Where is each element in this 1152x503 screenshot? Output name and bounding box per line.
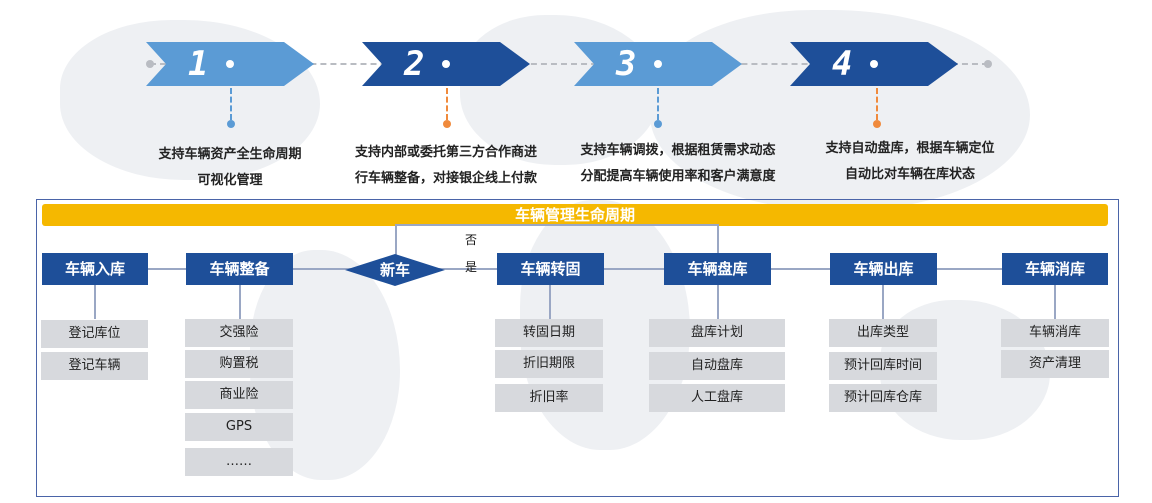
timeline-end-dot <box>984 60 992 68</box>
step-1-dot <box>226 60 234 68</box>
timeline-start-dot <box>146 60 154 68</box>
step-3-dot <box>654 60 662 68</box>
step-1-number: 1 <box>188 44 209 84</box>
step-3-pin <box>654 120 662 128</box>
stage-4-item: 自动盘库 <box>649 352 785 380</box>
stage-3-item: 折旧率 <box>495 384 603 412</box>
step-2-dot <box>442 60 450 68</box>
stage-1-item: 登记车辆 <box>41 352 148 380</box>
flow-line-no-top <box>395 224 718 226</box>
no-label: 否 <box>465 233 478 247</box>
stage-1-item: 登记库位 <box>41 320 148 348</box>
step-2: 2 <box>362 42 530 86</box>
stage-vehicle-inbound: 车辆入库 <box>42 253 148 285</box>
stage-5-item: 出库类型 <box>829 319 937 347</box>
step-2-pin <box>443 120 451 128</box>
flow-line-no-left <box>395 224 397 256</box>
stage-2-item: 购置税 <box>185 350 293 378</box>
lifecycle-title-banner: 车辆管理生命周期 <box>42 204 1108 226</box>
timeline-connector <box>150 63 988 65</box>
step-2-drop-line <box>446 88 448 120</box>
step-3-description: 支持车辆调拨，根据租赁需求动态 分配提高车辆使用率和客户满意度 <box>560 138 796 190</box>
step-4-desc-line2: 自动比对车辆在库状态 <box>844 167 975 182</box>
step-3-desc-line1: 支持车辆调拨，根据租赁需求动态 <box>580 143 776 158</box>
step-3-desc-line2: 分配提高车辆使用率和客户满意度 <box>580 169 776 184</box>
stage-vehicle-capitalization: 车辆转固 <box>497 253 604 285</box>
step-1: 1 <box>146 42 314 86</box>
connector-stage-2 <box>239 285 241 319</box>
lifecycle-frame <box>36 199 1119 497</box>
stage-3-item: 折旧期限 <box>495 350 603 378</box>
step-4-dot <box>870 60 878 68</box>
stage-6-item: 车辆消库 <box>1001 319 1109 347</box>
step-2-desc-line1: 支持内部或委托第三方合作商进 <box>354 145 537 160</box>
step-2-description: 支持内部或委托第三方合作商进 行车辆整备，对接银企线上付款 <box>336 140 556 192</box>
step-1-drop-line <box>230 88 232 120</box>
step-4-number: 4 <box>832 44 853 84</box>
step-1-pin <box>227 120 235 128</box>
stage-4-item: 人工盘库 <box>649 384 785 412</box>
step-4-drop-line <box>876 88 878 120</box>
stage-vehicle-inventory: 车辆盘库 <box>664 253 771 285</box>
step-1-description: 支持车辆资产全生命周期 可视化管理 <box>130 142 330 194</box>
step-3: 3 <box>574 42 742 86</box>
stage-2-item: 商业险 <box>185 381 293 409</box>
stage-6-item: 资产清理 <box>1001 350 1109 378</box>
stage-2-item: 交强险 <box>185 319 293 347</box>
stage-vehicle-outbound: 车辆出库 <box>830 253 937 285</box>
step-4: 4 <box>790 42 958 86</box>
step-4-pin <box>873 120 881 128</box>
connector-stage-5 <box>882 285 884 319</box>
step-1-desc-line1: 支持车辆资产全生命周期 <box>158 147 302 162</box>
connector-stage-1 <box>94 285 96 319</box>
stage-5-item: 预计回库时间 <box>829 352 937 380</box>
stage-3-item: 转固日期 <box>495 319 603 347</box>
step-3-number: 3 <box>616 44 637 84</box>
step-4-description: 支持自动盘库，根据车辆定位 自动比对车辆在库状态 <box>800 136 1020 188</box>
yes-label: 是 <box>465 260 478 274</box>
stage-5-item: 预计回库仓库 <box>829 384 937 412</box>
step-3-drop-line <box>657 88 659 120</box>
step-4-desc-line1: 支持自动盘库，根据车辆定位 <box>825 141 995 156</box>
step-1-desc-line2: 可视化管理 <box>197 173 263 188</box>
stage-vehicle-decommission: 车辆消库 <box>1002 253 1108 285</box>
decision-label: 新车 <box>379 261 410 279</box>
step-2-number: 2 <box>404 44 425 84</box>
connector-stage-4 <box>717 285 719 319</box>
stage-2-item: GPS <box>185 413 293 441</box>
decision-diamond <box>345 254 445 286</box>
stage-2-item: …… <box>185 448 293 476</box>
stage-vehicle-preparation: 车辆整备 <box>186 253 293 285</box>
connector-stage-6 <box>1054 285 1056 319</box>
connector-stage-3 <box>549 285 551 319</box>
step-2-desc-line2: 行车辆整备，对接银企线上付款 <box>354 171 537 186</box>
stage-4-item: 盘库计划 <box>649 319 785 347</box>
flow-line-no-right <box>717 224 719 254</box>
